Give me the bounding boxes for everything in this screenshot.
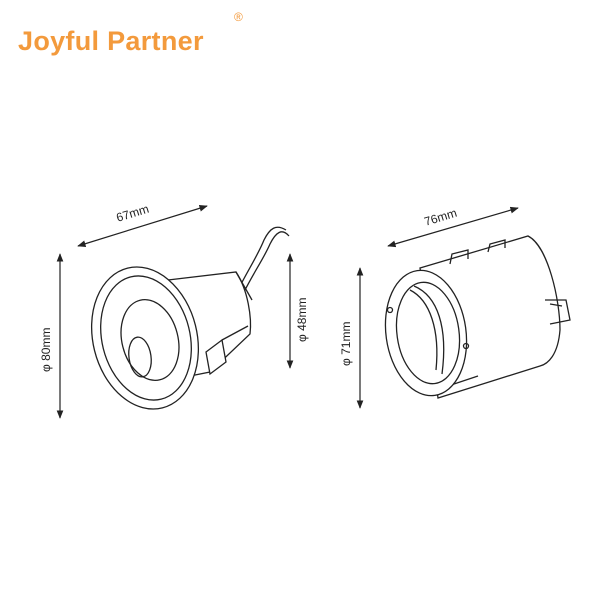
spring-clip xyxy=(205,338,227,376)
fixture-trim xyxy=(90,266,200,410)
dim-label-71: φ 71mm xyxy=(339,322,353,366)
left-fixture xyxy=(90,226,290,410)
right-fixture xyxy=(384,235,571,399)
screw-hole xyxy=(386,306,394,314)
dim-line-67 xyxy=(77,205,208,247)
dim-label-80: φ 80mm xyxy=(39,328,53,372)
dim-label-76: 76mm xyxy=(423,206,459,229)
dim-line-76 xyxy=(387,206,519,248)
power-cable xyxy=(237,226,287,291)
dim-label-48: φ 48mm xyxy=(295,298,309,342)
inner-ring xyxy=(120,298,180,382)
registered-mark: ® xyxy=(234,10,243,24)
dim-label-67: 67mm xyxy=(115,202,151,225)
screw-hole xyxy=(462,342,470,350)
led-lens xyxy=(128,336,152,378)
brand-logo: Joyful Partner xyxy=(18,26,204,56)
